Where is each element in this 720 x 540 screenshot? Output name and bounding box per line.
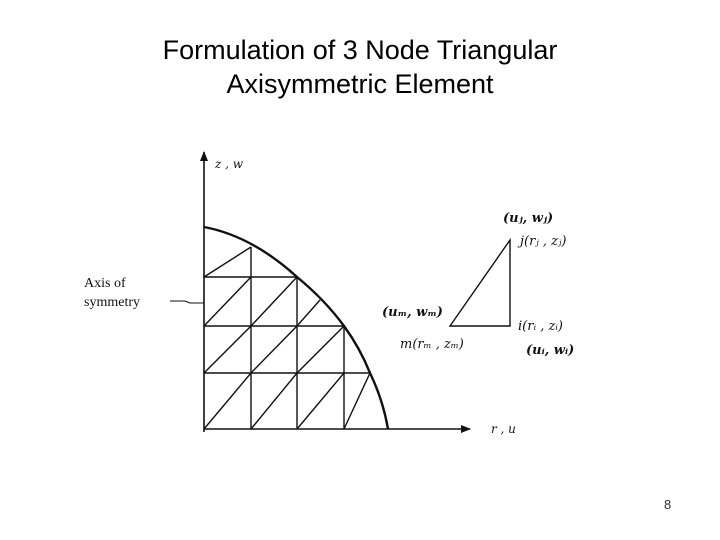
node-m-coord-label: m(rₘ , zₘ) [400, 337, 464, 352]
r-axis: r , u [204, 422, 516, 436]
mesh-boundary-arc [203, 225, 390, 430]
triangular-element: (uⱼ, wⱼ) j(rⱼ , zⱼ) (uₘ, wₘ) m(rₘ , zₘ) … [382, 211, 574, 358]
axis-of-symmetry-label-line-1: Axis of [84, 276, 126, 291]
triangular-mesh [203, 225, 390, 430]
slide-title-line-1: Formulation of 3 Node Triangular [162, 35, 558, 65]
axis-of-symmetry-label-line-2: symmetry [84, 295, 140, 310]
z-axis-label: z , w [214, 157, 244, 171]
axis-of-symmetry-callout: Axis of symmetry [84, 276, 204, 310]
slide-title-line-2: Axisymmetric Element [226, 69, 494, 99]
slide-title: Formulation of 3 Node Triangular Axisymm… [0, 33, 720, 101]
node-j-dof-label: (uⱼ, wⱼ) [503, 211, 553, 226]
node-j-coord-label: j(rⱼ , zⱼ) [517, 234, 567, 249]
r-axis-label: r , u [491, 422, 516, 436]
element-triangle [448, 237, 511, 327]
axis-of-symmetry-leader-line [170, 300, 204, 304]
page-number: 8 [664, 497, 672, 512]
node-m-dof-label: (uₘ, wₘ) [382, 305, 443, 320]
z-axis: z , w [200, 151, 244, 432]
node-i-coord-label: i(rᵢ , zᵢ) [518, 319, 563, 334]
node-i-dof-label: (uᵢ, wᵢ) [526, 343, 574, 358]
